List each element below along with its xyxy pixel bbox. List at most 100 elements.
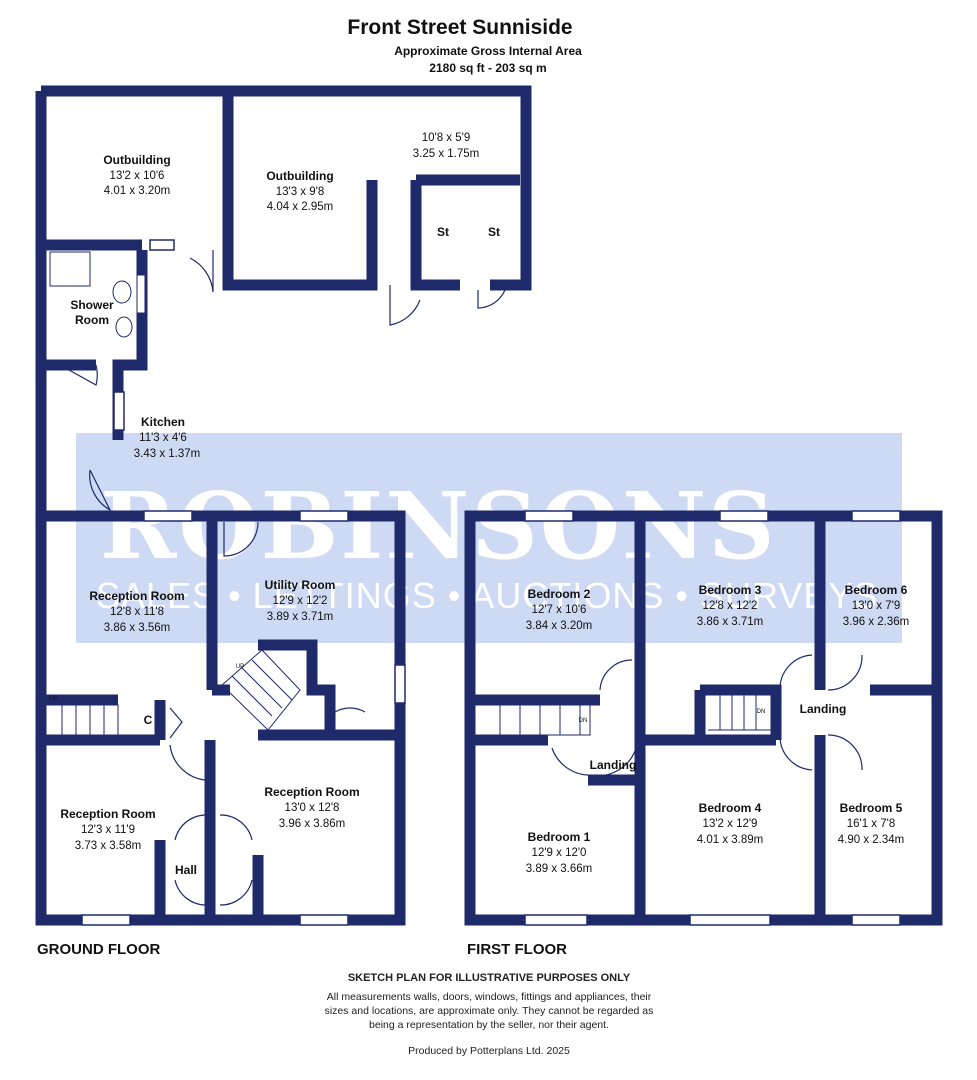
outbuilding-2-metric: 4.04 x 2.95m bbox=[267, 201, 333, 213]
door-bed6 bbox=[827, 654, 863, 691]
bedroom-4-name: Bedroom 4 bbox=[699, 801, 762, 815]
reception-1-imperial: 12'8 x 11'8 bbox=[110, 606, 164, 618]
window-utility bbox=[299, 510, 349, 522]
cupboard-name: C bbox=[144, 713, 153, 727]
wall-ground-outer bbox=[35, 91, 406, 926]
outbuilding-1-name: Outbuilding bbox=[103, 153, 170, 167]
windows bbox=[81, 239, 901, 926]
doors bbox=[59, 250, 863, 906]
window-bed5 bbox=[851, 914, 901, 926]
produced-by: Produced by Potterplans Ltd. 2025 bbox=[408, 1045, 570, 1057]
first-floor-label: FIRST FLOOR bbox=[467, 941, 567, 958]
disclaimer-line-2: sizes and locations, are approximate onl… bbox=[324, 1005, 654, 1017]
landing-1-name: Landing bbox=[590, 758, 637, 772]
area-subtitle: Approximate Gross Internal Area bbox=[394, 44, 582, 58]
door-bed2 bbox=[599, 659, 633, 691]
stairs-first-1 bbox=[480, 704, 591, 736]
bedroom-6-name: Bedroom 6 bbox=[845, 583, 908, 597]
bedroom-3-imperial: 12'8 x 12'2 bbox=[703, 600, 758, 612]
bedroom-5-metric: 4.90 x 2.34m bbox=[838, 834, 904, 846]
outbuilding-1-imperial: 13'2 x 10'6 bbox=[110, 170, 165, 182]
bedroom-5-name: Bedroom 5 bbox=[840, 801, 903, 815]
watermark-tagline: SALES • LETTINGS • AUCTIONS • SURVEYS bbox=[96, 575, 878, 616]
wall-outbuilding-left bbox=[41, 85, 234, 245]
disclaimer-line-1: All measurements walls, doors, windows, … bbox=[326, 991, 652, 1003]
door-hall-recep2 bbox=[169, 744, 206, 781]
reception-1-metric: 3.86 x 3.56m bbox=[104, 622, 170, 634]
wall-stairs-box bbox=[258, 639, 336, 735]
store-area-imperial: 10'8 x 5'9 bbox=[422, 132, 471, 144]
window-outbuilding bbox=[149, 239, 175, 251]
bedroom-3-metric: 3.86 x 3.71m bbox=[697, 616, 763, 628]
ground-floor-label: GROUND FLOOR bbox=[37, 941, 161, 958]
bedroom-2-metric: 3.84 x 3.20m bbox=[526, 620, 592, 632]
window-bed1 bbox=[524, 914, 588, 926]
reception-3-imperial: 13'0 x 12'8 bbox=[285, 802, 340, 814]
sketch-disclaimer-heading: SKETCH PLAN FOR ILLUSTRATIVE PURPOSES ON… bbox=[347, 972, 631, 984]
window-recep1 bbox=[143, 510, 193, 522]
kitchen-name: Kitchen bbox=[141, 415, 185, 429]
store-2-name: St bbox=[488, 225, 500, 239]
door-kitchen bbox=[89, 469, 112, 512]
door-recep3 bbox=[334, 707, 366, 713]
wall-outbuilding-right bbox=[228, 85, 532, 291]
toilet-icon bbox=[112, 280, 132, 304]
reception-2-imperial: 12'3 x 11'9 bbox=[81, 824, 135, 836]
store-area-metric: 3.25 x 1.75m bbox=[413, 148, 479, 160]
store-1-name: St bbox=[437, 225, 449, 239]
bedroom-2-name: Bedroom 2 bbox=[528, 587, 591, 601]
basin-icon bbox=[115, 316, 133, 338]
bedroom-6-metric: 3.96 x 2.36m bbox=[843, 616, 909, 628]
wall-first-outer bbox=[464, 510, 943, 926]
wall-outbuilding-bottom bbox=[222, 180, 378, 291]
door-hall-front bbox=[174, 814, 253, 841]
outbuilding-2-imperial: 13'3 x 9'8 bbox=[276, 186, 325, 198]
door-outbuilding2 bbox=[389, 285, 421, 326]
reception-2-name: Reception Room bbox=[60, 807, 155, 821]
kitchen-metric: 3.43 x 1.37m bbox=[134, 448, 200, 460]
wall-store-left bbox=[410, 180, 460, 291]
bedroom-1-name: Bedroom 1 bbox=[528, 830, 591, 844]
door-store bbox=[477, 289, 506, 309]
bedroom-5-imperial: 16'1 x 7'8 bbox=[847, 818, 896, 830]
shower-room-name-2: Room bbox=[75, 313, 109, 327]
plan-title: Front Street Sunniside bbox=[347, 16, 573, 39]
stairs-ground-mid bbox=[221, 649, 301, 731]
stairs-ground-left bbox=[48, 704, 119, 736]
landing-2-name: Landing bbox=[800, 702, 847, 716]
outbuilding-1-metric: 4.01 x 3.20m bbox=[104, 185, 170, 197]
utility-imperial: 12'9 x 12'2 bbox=[273, 595, 328, 607]
reception-2-metric: 3.73 x 3.58m bbox=[75, 840, 141, 852]
window-kitchen bbox=[113, 391, 125, 431]
door-landing2b bbox=[827, 734, 863, 771]
stairs-up-label-2: UP bbox=[236, 664, 244, 670]
door-shower bbox=[59, 364, 98, 386]
stairs-dn-label-1: DN bbox=[579, 718, 588, 724]
kitchen-imperial: 11'3 x 4'6 bbox=[139, 432, 187, 444]
stairs bbox=[48, 649, 773, 736]
window-bed3 bbox=[719, 510, 769, 522]
window-recep3 bbox=[299, 914, 349, 926]
bathroom-window bbox=[136, 274, 146, 314]
watermark-brand: ROBINSONS bbox=[100, 472, 777, 580]
door-outbuilding1 bbox=[189, 250, 214, 293]
bedroom-1-metric: 3.89 x 3.66m bbox=[526, 863, 592, 875]
shower-fixtures bbox=[49, 251, 146, 338]
outbuilding-2-name: Outbuilding bbox=[266, 169, 333, 183]
utility-name: Utility Room bbox=[265, 578, 336, 592]
window-recep2 bbox=[81, 914, 131, 926]
door-back bbox=[223, 521, 259, 557]
shower-room-name-1: Shower bbox=[70, 298, 114, 312]
hall-name: Hall bbox=[175, 863, 197, 877]
door-bed3 bbox=[779, 654, 813, 691]
stairs-first-2 bbox=[708, 694, 773, 731]
bedroom-6-imperial: 13'0 x 7'9 bbox=[852, 600, 901, 612]
door-landing2a bbox=[779, 734, 813, 771]
wall-bed3-bottom bbox=[700, 684, 782, 740]
door-landing1 bbox=[551, 747, 637, 777]
reception-3-metric: 3.96 x 3.86m bbox=[279, 818, 345, 830]
room-labels: Outbuilding 13'2 x 10'6 4.01 x 3.20m Out… bbox=[60, 132, 909, 877]
bedroom-4-metric: 4.01 x 3.89m bbox=[697, 834, 763, 846]
walls bbox=[35, 85, 943, 926]
